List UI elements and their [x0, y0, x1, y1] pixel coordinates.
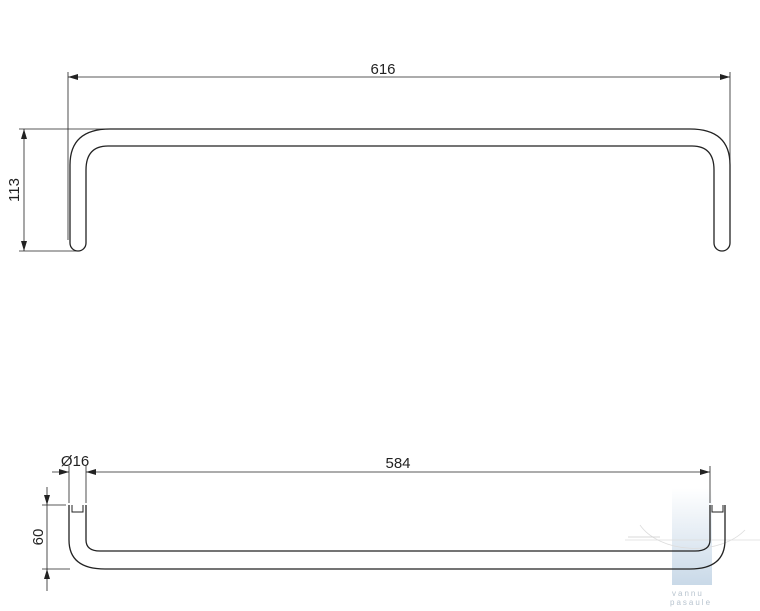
towel-bar-top-outline — [69, 128, 731, 252]
dimension-616 — [67, 72, 731, 240]
top-view — [69, 128, 731, 252]
dimension-inner-width-label: 584 — [385, 455, 410, 472]
bottom-view — [68, 505, 726, 570]
dimension-height-label: 113 — [6, 178, 23, 202]
dimension-diameter-label: Ø16 — [61, 453, 89, 470]
watermark-line1: vannu — [672, 589, 704, 598]
watermark-line2: pasaule — [670, 598, 712, 607]
towel-bar-side-outline — [68, 505, 726, 570]
dimension-width-label: 616 — [370, 61, 395, 78]
dimension-584 — [52, 466, 711, 503]
dimension-113 — [19, 128, 108, 252]
dimension-side-height-label: 60 — [30, 529, 47, 546]
watermark-logo: vannu pasaule — [625, 488, 760, 607]
dimension-60 — [42, 487, 70, 591]
